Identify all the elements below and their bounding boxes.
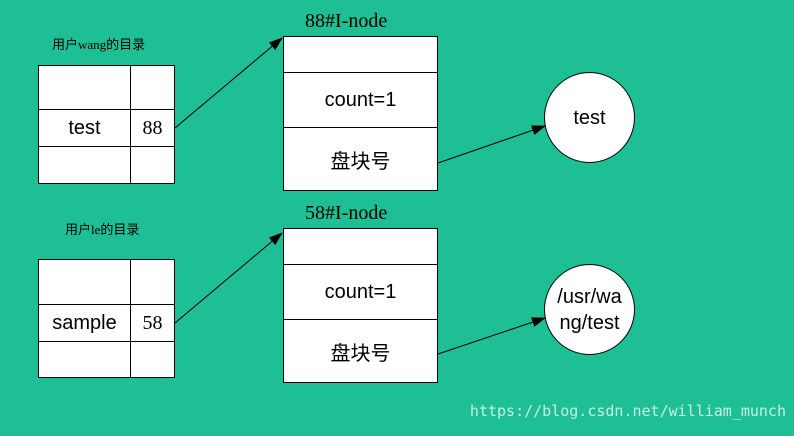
file-test-label: test [573,106,606,129]
le-dir-table: sample 58 [38,259,175,378]
inode-88-count: count=1 [284,73,437,128]
arrow-wang-to-inode-88 [174,37,283,129]
le-dir-cell-empty [131,260,174,305]
wang-dir-table: test 88 [38,65,175,184]
wang-dir-entry-inode: 88 [131,110,174,147]
file-usr-node: /usr/wa ng/test [544,264,635,355]
file-usr-label-line2: ng/test [559,311,620,334]
wang-dir-cell-empty [39,147,131,183]
wang-dir-title: 用户wang的目录 [52,37,146,52]
inode-88-box: count=1 盘块号 [283,36,438,191]
wang-dir-cell-empty [131,66,174,110]
inode-88-title: 88#I-node [305,10,388,32]
le-dir-entry-name: sample [39,305,131,342]
file-test-node: test [544,72,635,163]
file-usr-label: /usr/wa ng/test [557,284,621,336]
le-dir-cell-empty [39,342,131,377]
inode-58-count: count=1 [284,265,437,320]
inode-88-block: 盘块号 [330,150,391,173]
le-dir-title: 用户le的目录 [65,222,140,237]
arrow-inode-88-to-test [437,125,546,164]
le-dir-entry-inode: 58 [131,305,174,342]
le-dir-cell-empty [39,260,131,305]
inode-58-box: count=1 盘块号 [283,228,438,383]
inode-58-row-empty [284,229,437,265]
wang-dir-entry-name: test [39,110,131,147]
inode-88-row-empty [284,37,437,73]
arrow-le-to-inode-58 [174,232,283,324]
watermark-url: https://blog.csdn.net/william_munch [469,402,786,420]
inode-58-title: 58#I-node [305,202,388,224]
inode-58-block: 盘块号 [330,342,391,365]
arrow-inode-58-to-usr [437,317,546,355]
file-usr-label-line1: /usr/wa [557,285,622,308]
wang-dir-cell-empty [39,66,131,110]
